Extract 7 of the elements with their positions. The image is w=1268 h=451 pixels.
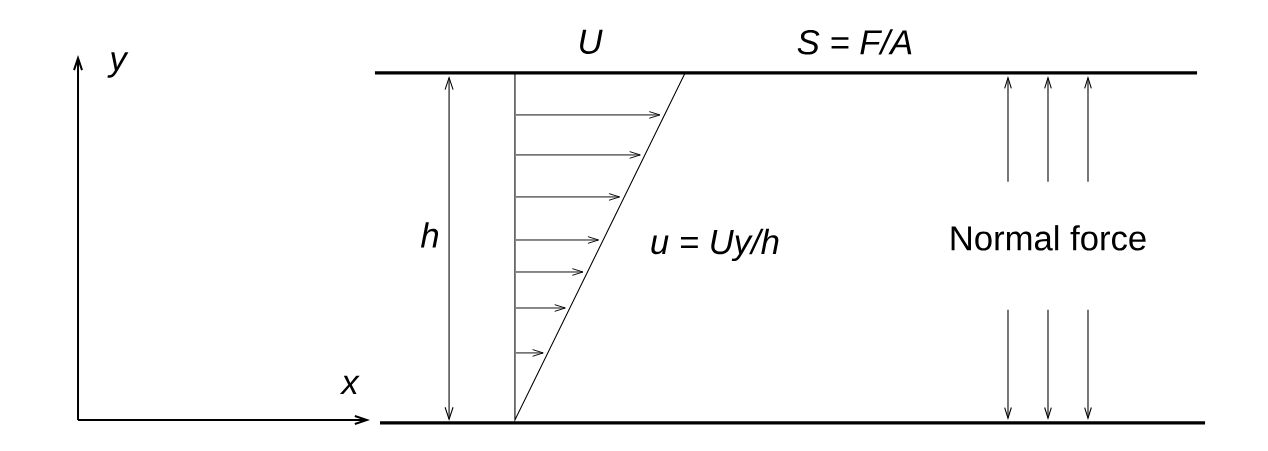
axis-label: y [107, 52, 129, 78]
profile-equation: u = Uy/h [651, 228, 779, 262]
stress-label: S = F/A [797, 29, 912, 55]
gap-label: h [420, 222, 439, 248]
velocity-label: U [580, 29, 603, 54]
axis-label: x [339, 375, 360, 395]
force-label: Normal force [951, 225, 1146, 251]
